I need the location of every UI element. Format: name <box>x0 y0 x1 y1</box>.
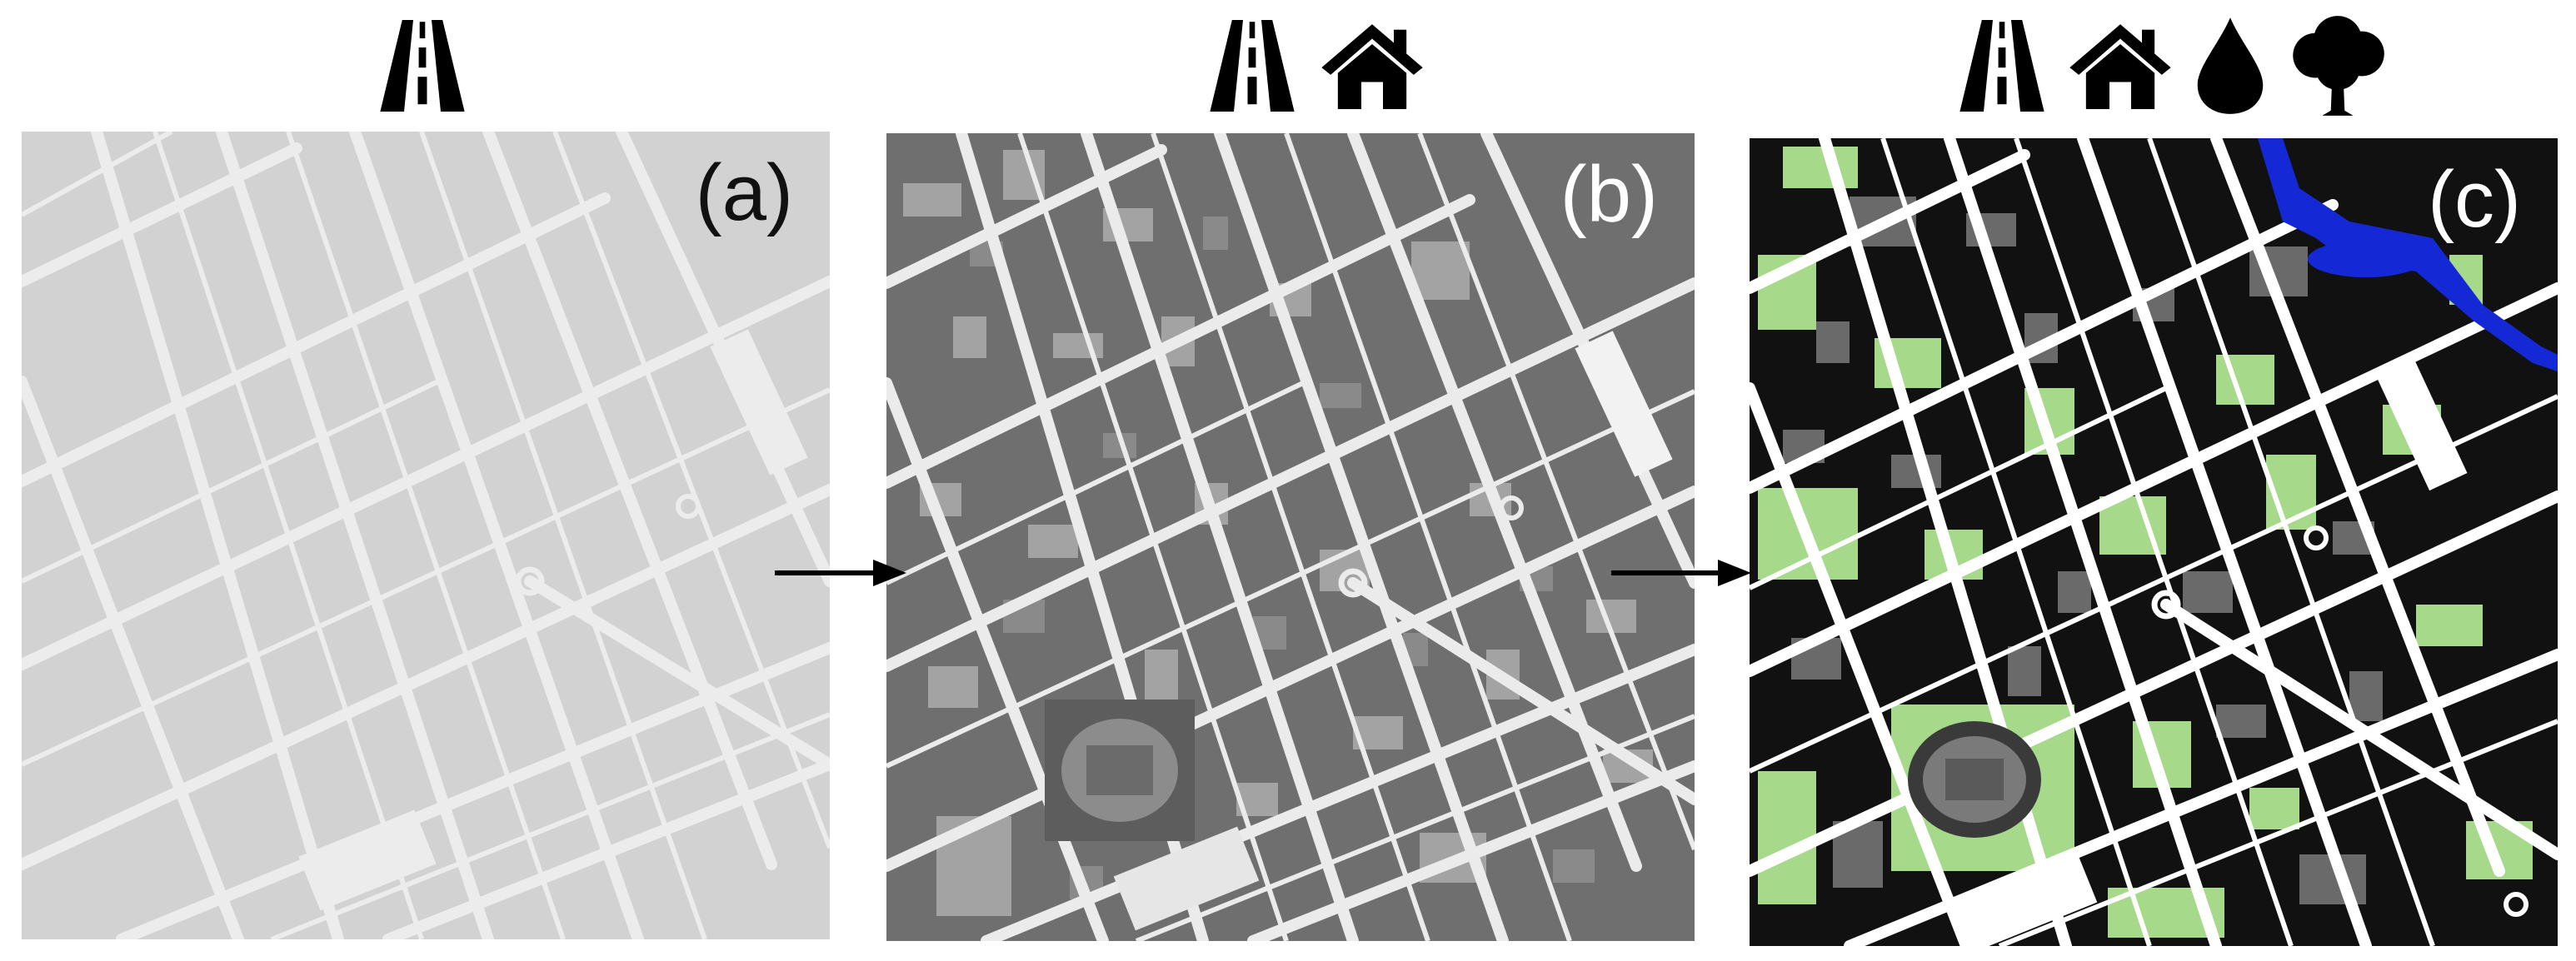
stadium <box>1908 721 2041 838</box>
water-drop-icon <box>2197 17 2264 114</box>
house-icon <box>2069 24 2171 109</box>
road-icon <box>1959 20 2044 112</box>
road-icon <box>1210 20 1295 112</box>
panel-a-label: (a) <box>695 148 793 237</box>
tree-icon <box>2293 16 2384 116</box>
panel-c-label: (c) <box>2428 155 2521 244</box>
arrow-b-to-c-icon <box>1611 560 1751 586</box>
panel-b-layer-icons <box>1206 12 1426 120</box>
full-urban-map <box>1750 138 2558 946</box>
road-icon <box>380 20 465 112</box>
arrow-a-to-b-icon <box>775 560 906 586</box>
river <box>2258 138 2558 371</box>
panel-b-map: (b) <box>886 133 1695 941</box>
panel-c-map: (c) <box>1750 138 2558 946</box>
panel-c-layer-icons <box>1956 12 2389 120</box>
panel-a-map: (a) <box>22 132 830 939</box>
house-icon <box>1321 24 1423 109</box>
stadium <box>1045 700 1195 841</box>
road-network-map <box>22 132 830 939</box>
panel-a-layer-icons <box>377 12 468 120</box>
road-building-map <box>886 133 1695 941</box>
panel-b-label: (b) <box>1560 150 1658 239</box>
